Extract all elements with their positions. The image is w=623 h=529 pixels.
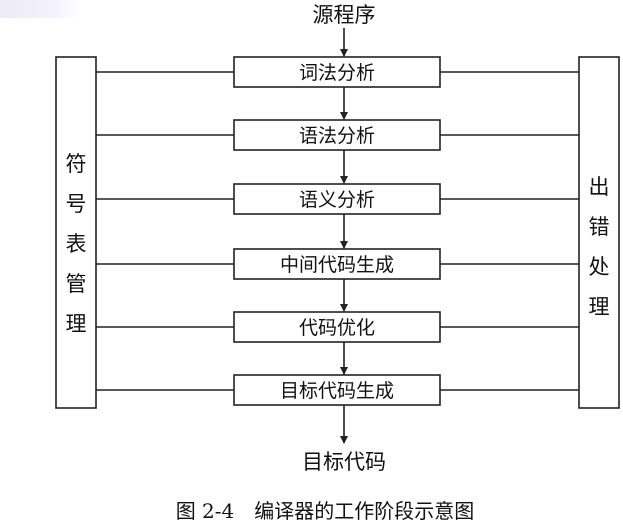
symbol-table-char: 管 [66,272,87,296]
error-handling-char: 理 [589,295,610,319]
error-handling-panel [578,56,620,409]
target-code-label: 目标代码 [302,450,386,474]
source-program-label: 源程序 [313,3,376,27]
symbol-table-panel [55,56,97,409]
symbol-table-char: 表 [66,232,87,256]
stage-box-intermediate-code-generation [233,248,441,280]
stage-label: 目标代码生成 [280,380,394,402]
stage-box-syntax-analysis [233,119,441,151]
stage-box-semantic-analysis [233,183,441,215]
symbol-table-char: 理 [66,312,87,336]
symbol-table-char: 号 [66,192,87,216]
stage-box-lexical-analysis [233,56,441,88]
stage-box-target-code-generation [233,374,441,406]
corner-watermark [0,0,80,18]
stage-label: 代码优化 [299,317,375,339]
error-handling-char: 错 [589,215,610,239]
stage-box-code-optimization [233,311,441,343]
error-handling-char: 处 [589,255,610,279]
stage-label: 语义分析 [299,189,375,211]
figure-caption: 图 2-4 编译器的工作阶段示意图 [176,499,475,523]
stage-label: 词法分析 [299,62,375,84]
error-handling-char: 出 [589,175,610,199]
symbol-table-char: 符 [66,152,87,176]
stage-label: 语法分析 [299,125,375,147]
stage-label: 中间代码生成 [280,254,394,276]
